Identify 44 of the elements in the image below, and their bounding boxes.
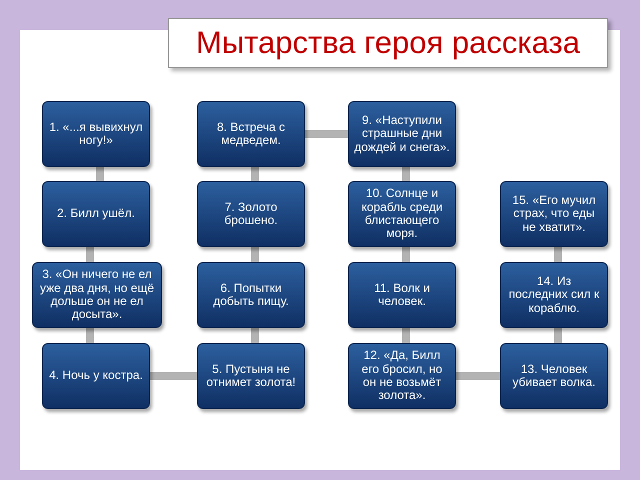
step-box <box>197 262 305 328</box>
step-box <box>42 101 150 167</box>
step-box <box>197 181 305 247</box>
connector-line <box>251 167 259 181</box>
step-text: 7. Золото брошено. <box>223 200 279 228</box>
connector-line <box>150 372 197 380</box>
title: Мытарства героя рассказа <box>168 18 608 68</box>
step-text: 8. Встреча с медведем. <box>216 120 286 148</box>
connector-line <box>554 247 562 262</box>
connector-line <box>402 167 410 181</box>
step-text: 1. «...я вывихнул ногу!» <box>48 120 144 148</box>
step-box <box>197 101 305 167</box>
step-text: 6. Попытки добыть пищу. <box>212 282 290 308</box>
connector-line <box>402 328 410 343</box>
connector-line <box>96 167 104 181</box>
step-box <box>500 343 608 409</box>
step-text: 9. «Наступили страшные дни дождей и снега». <box>354 114 450 154</box>
step-text: 5. Пустыня не отнимет золота! <box>205 362 297 390</box>
step-box <box>500 262 608 328</box>
step-box <box>197 343 305 409</box>
step-text: 10. Солнце и корабль среди блистающего моря. <box>360 187 444 241</box>
step-text: 14. Из последних сил к кораблю. <box>508 274 600 316</box>
step-box <box>348 181 456 247</box>
step-text: 11. Волк и человек. <box>373 282 431 308</box>
connector-line <box>86 247 94 262</box>
step-box <box>348 262 456 328</box>
step-text: 2. Билл ушёл. <box>57 207 135 221</box>
connector-line <box>251 328 259 343</box>
step-text: 3. «Он ничего не ел уже два дня, но ещё дольше он не ел досыта». <box>38 268 156 322</box>
step-box <box>42 181 150 247</box>
step-box <box>500 181 608 247</box>
step-box <box>42 343 150 409</box>
connector-line <box>456 372 500 380</box>
connector-line <box>305 130 348 138</box>
step-box <box>32 262 162 328</box>
connector-line <box>86 328 94 343</box>
step-box <box>348 343 456 409</box>
step-text: 12. «Да, Билл его бросил, но он не возьмёт золота». <box>360 349 444 403</box>
step-box <box>348 101 456 167</box>
step-text: 13. Человек убивает волка. <box>512 362 596 390</box>
step-text: 15. «Его мучил страх, что еды не хватит». <box>511 194 597 234</box>
step-text: 4. Ночь у костра. <box>49 369 143 383</box>
connector-line <box>402 247 410 262</box>
connector-line <box>554 328 562 343</box>
